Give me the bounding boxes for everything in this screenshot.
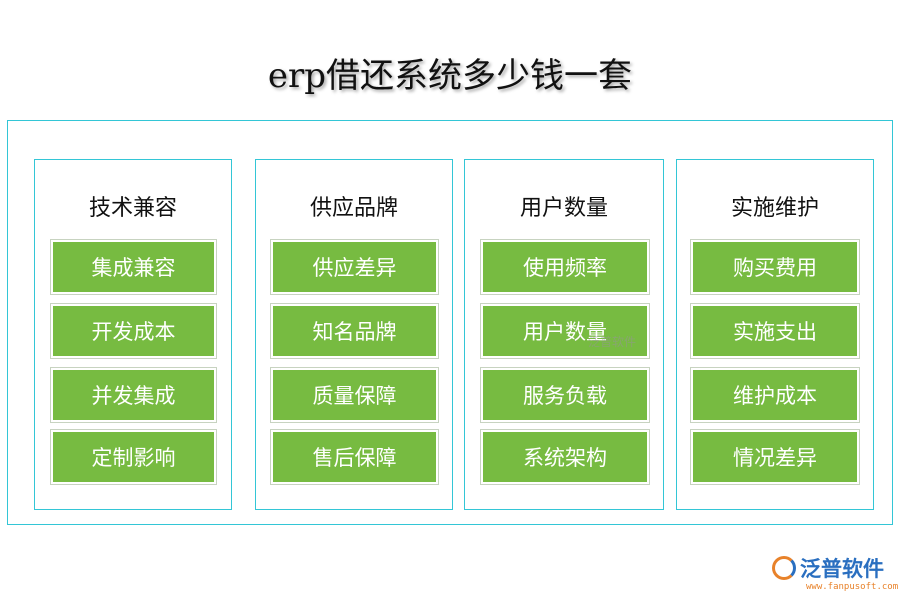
logo-swirl-icon <box>772 556 796 580</box>
brand-logo: 泛普软件 <box>772 553 884 583</box>
column-heading: 供应品牌 <box>309 196 398 221</box>
factor-box: 售后保障 <box>270 429 439 485</box>
column-heading: 技术兼容 <box>88 196 177 221</box>
factor-box: 情况差异 <box>690 429 860 485</box>
factor-box: 并发集成 <box>50 367 217 423</box>
factor-box: 实施支出 <box>690 303 860 359</box>
factor-box: 开发成本 <box>50 303 217 359</box>
column-heading: 用户数量 <box>519 196 608 221</box>
diagram-title: erp借还系统多少钱一套 <box>267 56 633 96</box>
factor-box: 服务负载 <box>480 367 650 423</box>
factor-box: 定制影响 <box>50 429 217 485</box>
center-watermark: 泛普软件 <box>588 335 637 349</box>
logo-url: www.fanpusoft.com <box>806 582 899 592</box>
factor-box: 供应差异 <box>270 239 439 295</box>
column-implementation: 实施维护 购买费用 实施支出 维护成本 情况差异 <box>676 159 874 510</box>
factor-box: 用户数量 <box>480 303 650 359</box>
column-user-count: 用户数量 使用频率 用户数量 服务负载 系统架构 <box>464 159 664 510</box>
factor-box: 系统架构 <box>480 429 650 485</box>
factor-box: 维护成本 <box>690 367 860 423</box>
factor-box: 使用频率 <box>480 239 650 295</box>
logo-text: 泛普软件 <box>800 557 884 581</box>
factor-box: 知名品牌 <box>270 303 439 359</box>
factor-box: 购买费用 <box>690 239 860 295</box>
column-supplier-brand: 供应品牌 供应差异 知名品牌 质量保障 售后保障 <box>255 159 453 510</box>
column-heading: 实施维护 <box>730 196 819 221</box>
factor-box: 质量保障 <box>270 367 439 423</box>
column-tech-compat: 技术兼容 集成兼容 开发成本 并发集成 定制影响 <box>34 159 232 510</box>
factor-box: 集成兼容 <box>50 239 217 295</box>
outer-frame <box>7 120 893 525</box>
